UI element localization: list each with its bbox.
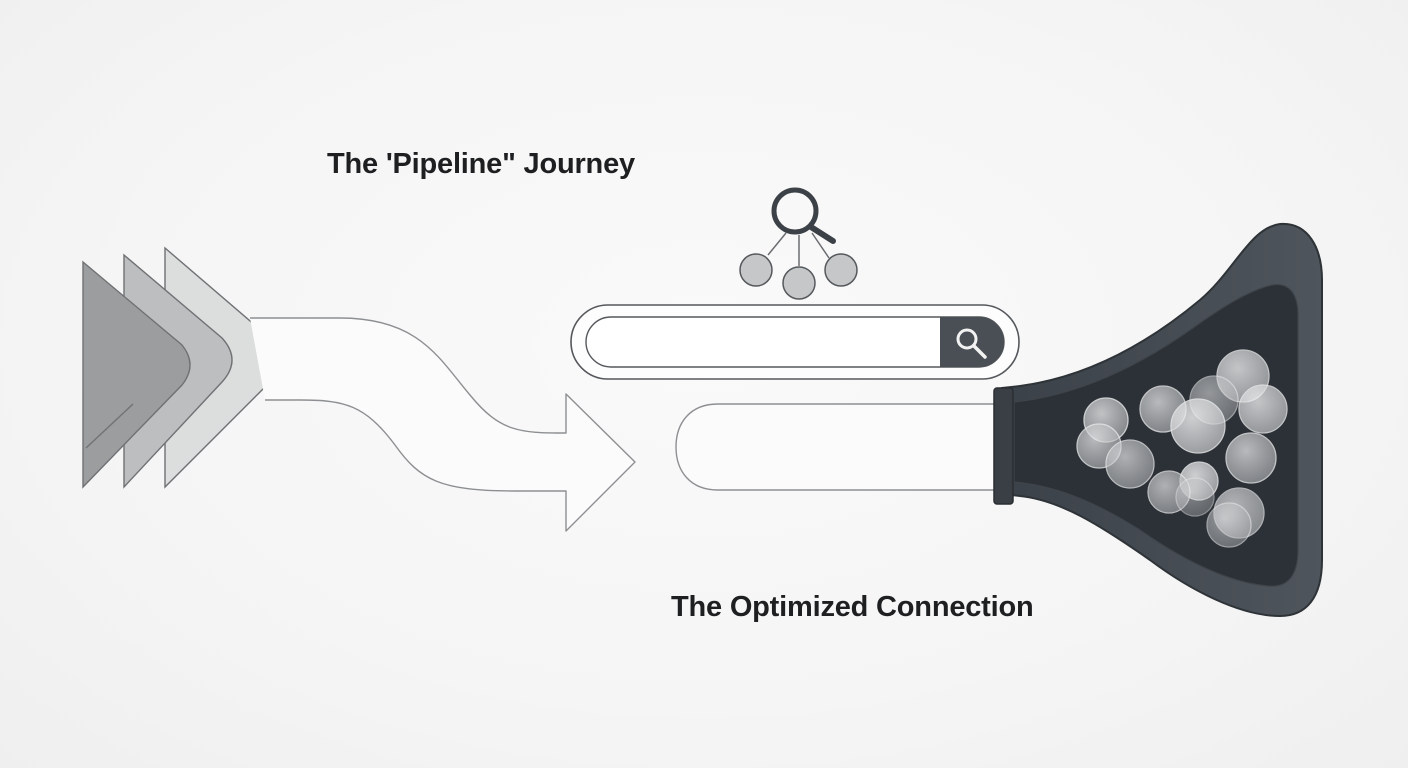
pipeline-journey-label: The 'Pipeline" Journey	[327, 148, 635, 180]
particle	[1225, 432, 1277, 484]
funnel	[993, 222, 1323, 618]
particle	[1170, 398, 1226, 454]
particle	[1105, 439, 1155, 489]
funnel-rim	[993, 387, 1014, 505]
search-icon	[956, 328, 987, 359]
search-bar[interactable]	[570, 304, 1020, 380]
particle	[1175, 477, 1215, 517]
connection-tube	[675, 403, 994, 491]
particle	[1238, 384, 1288, 434]
search-network-icon	[739, 187, 858, 300]
pipeline-arrow	[250, 317, 636, 532]
chevron-front-crease	[85, 403, 134, 449]
optimized-connection-label: The Optimized Connection	[671, 591, 1034, 623]
search-button[interactable]	[940, 317, 1004, 367]
chevron-front	[82, 260, 191, 489]
particle-cluster	[1076, 349, 1288, 548]
particle	[1206, 502, 1252, 548]
chevron-stack	[82, 246, 281, 489]
